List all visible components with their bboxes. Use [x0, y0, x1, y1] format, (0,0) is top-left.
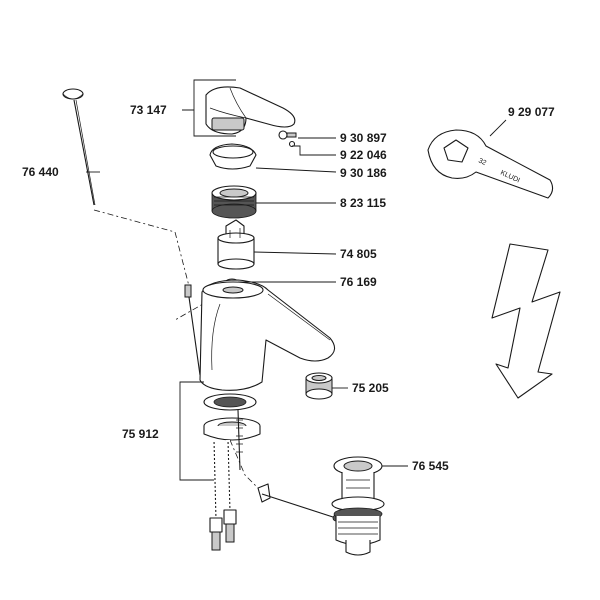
label-76440: 76 440: [22, 165, 59, 179]
set-screw: [278, 130, 297, 148]
label-930897: 9 30 897: [340, 131, 387, 145]
threaded-stud: [236, 409, 243, 471]
wrench-size-engraving: 32: [477, 157, 487, 167]
aerator: [305, 372, 333, 400]
popup-rod: [62, 88, 96, 206]
lever-handle: [205, 86, 296, 135]
cartridge: [217, 219, 255, 270]
pivot-rod: [184, 284, 201, 376]
label-73147: 73 147: [130, 103, 167, 117]
label-75912: 75 912: [122, 427, 159, 441]
popup-waste: [331, 456, 385, 556]
label-75205: 75 205: [352, 381, 389, 395]
label-76545: 76 545: [412, 459, 449, 473]
drain-linkage-dashed-line: [229, 439, 261, 491]
drain-rod: [257, 483, 340, 522]
lightning-arrow-icon: [491, 243, 561, 399]
threaded-ring: [211, 185, 257, 219]
leader-lines: [86, 79, 507, 481]
label-823115: 8 23 115: [340, 196, 386, 210]
wrench-tool: 32 KLUDI: [427, 129, 554, 199]
label-929077: 9 29 077: [508, 105, 555, 119]
cover-cap: [209, 143, 257, 170]
hose-right: [223, 439, 237, 543]
label-930186: 9 30 186: [340, 166, 387, 180]
rod-connection-dashed-line: [93, 209, 211, 321]
hose-left: [209, 439, 223, 551]
label-922046: 9 22 046: [340, 148, 387, 162]
part-labels: 73 147 76 440 9 30 897 9 22 046 9 30 186…: [22, 103, 555, 473]
label-76169: 76 169: [340, 275, 377, 289]
label-74805: 74 805: [340, 247, 377, 261]
faucet-body: [199, 279, 336, 391]
fixing-set: [203, 393, 261, 551]
